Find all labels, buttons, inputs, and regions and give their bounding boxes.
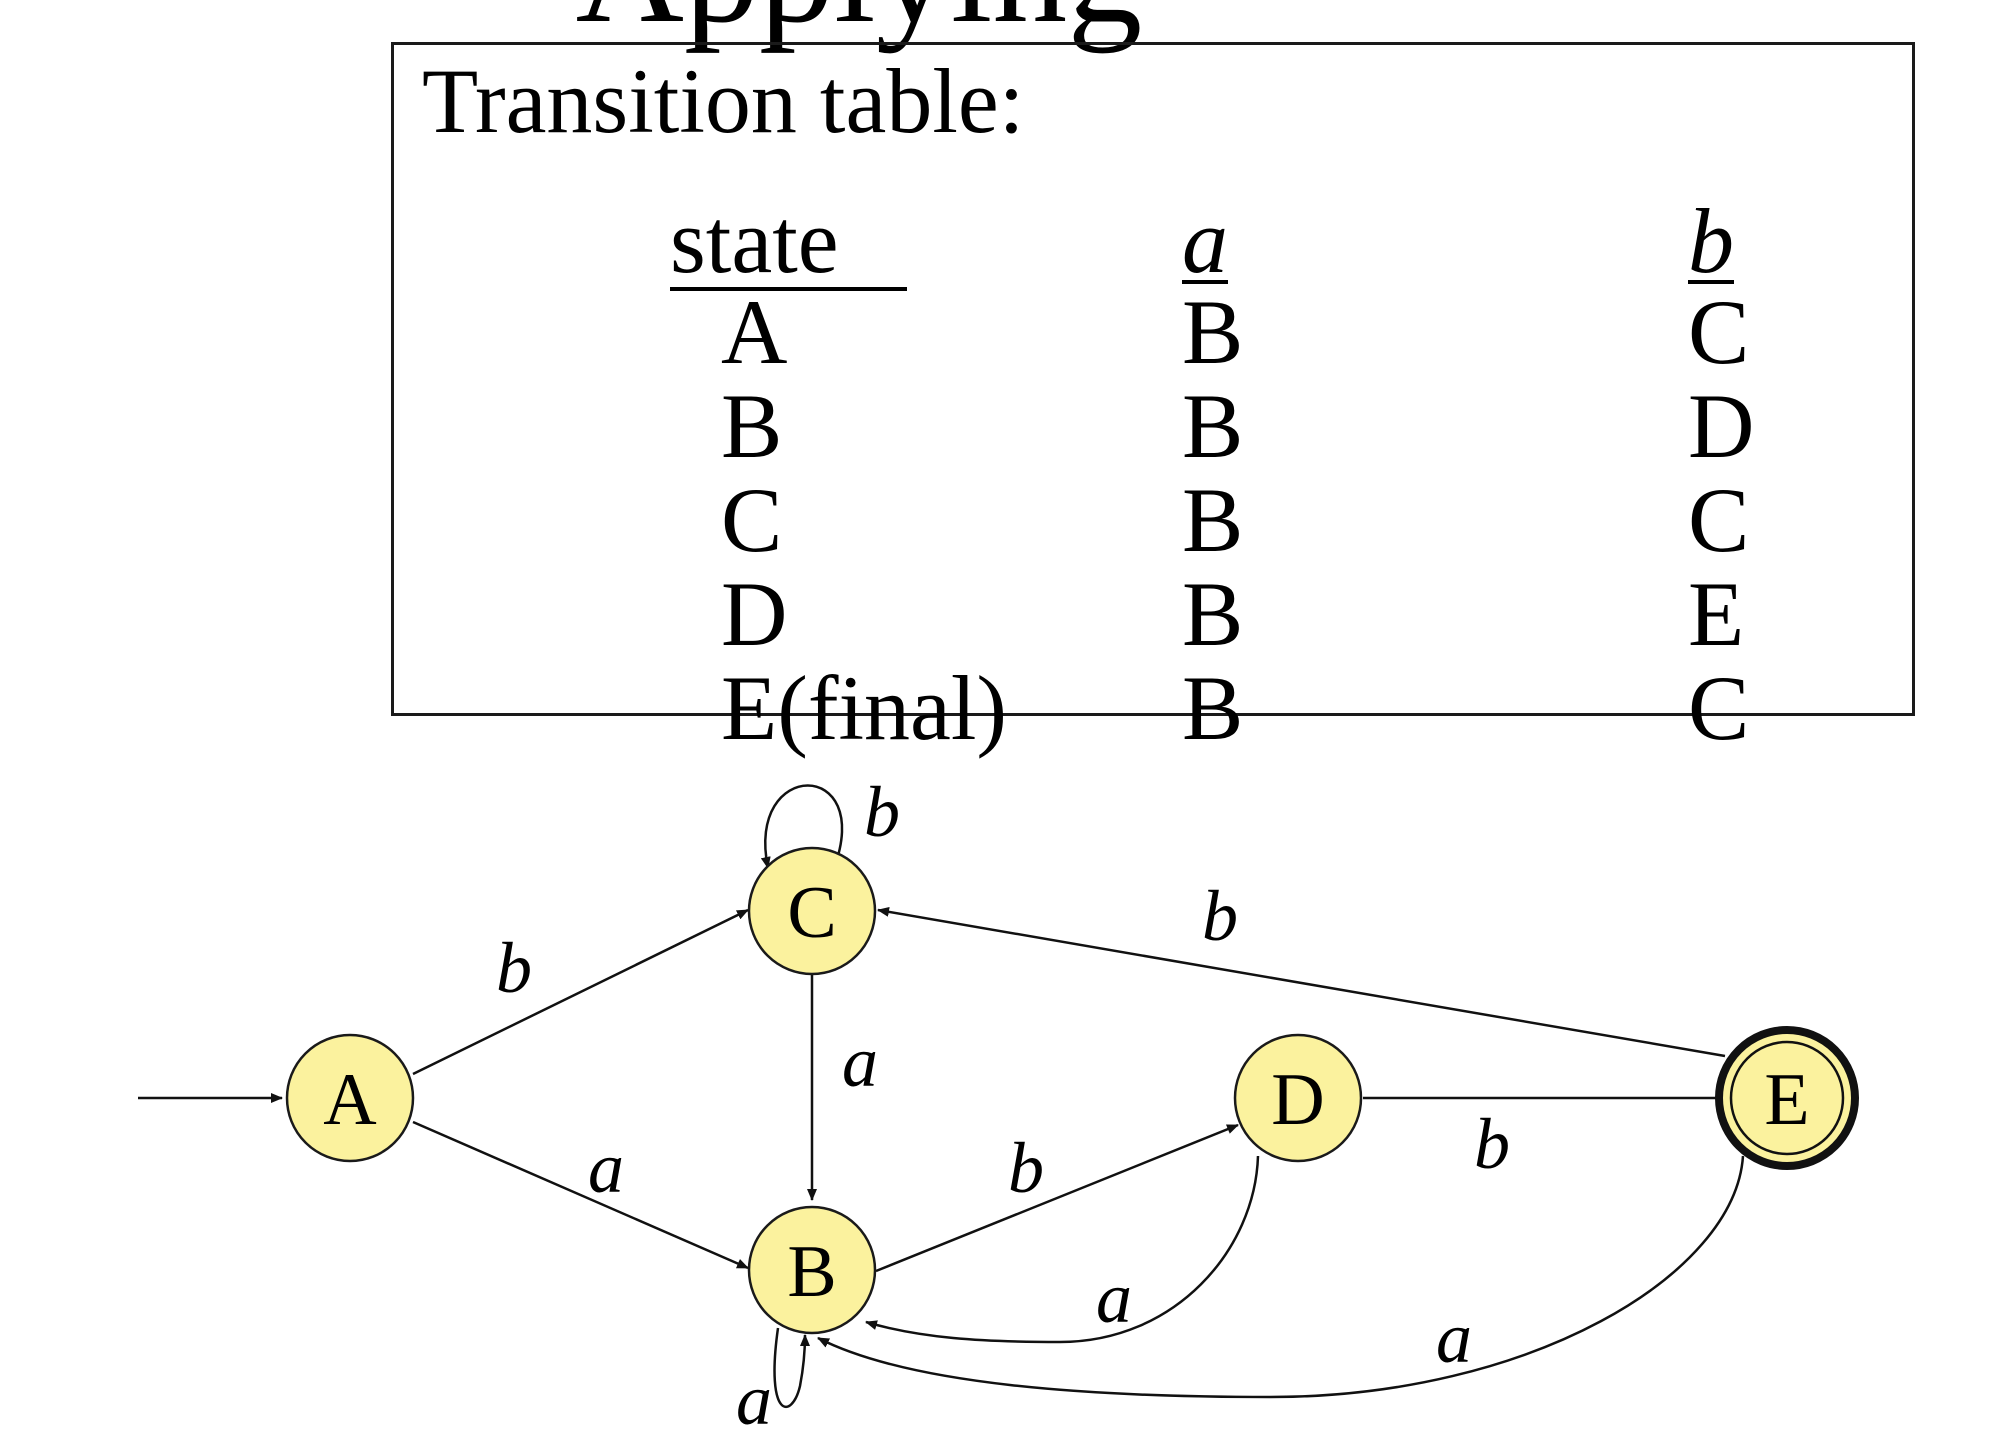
- label-E-C: b: [1202, 876, 1238, 956]
- row-3-a: B: [1182, 469, 1244, 571]
- state-D-label: D: [1271, 1059, 1324, 1141]
- row-2-state: B: [721, 375, 783, 477]
- state-C-circle: [747, 846, 877, 976]
- label-B-D: b: [1008, 1128, 1044, 1208]
- row-5-b: C: [1688, 657, 1750, 759]
- state-E-final: E: [1715, 1026, 1859, 1170]
- label-C-B: a: [842, 1022, 878, 1102]
- state-D-circle: [1233, 1033, 1363, 1163]
- slide-title-fragment: Applying: [0, 0, 1858, 46]
- state-D: D: [1233, 1033, 1363, 1163]
- row-1-a: B: [1182, 281, 1244, 383]
- label-D-E: b: [1474, 1104, 1510, 1184]
- state-A: A: [285, 1033, 415, 1163]
- row-5-state: E(final): [721, 657, 1008, 759]
- header-input-a: a: [1182, 190, 1228, 292]
- label-B-B: a: [736, 1360, 772, 1440]
- state-B: B: [747, 1205, 877, 1335]
- row-2-a: B: [1182, 375, 1244, 477]
- row-2-b: D: [1688, 375, 1755, 477]
- edge-B-B: [773, 1327, 810, 1409]
- table-caption: Transition table:: [422, 50, 1025, 152]
- state-A-label: A: [323, 1059, 376, 1141]
- label-A-C: b: [496, 928, 532, 1008]
- row-4-state: D: [721, 563, 788, 665]
- header-input-b: b: [1688, 190, 1734, 292]
- row-1-b: C: [1688, 281, 1750, 383]
- row-4-b: E: [1688, 563, 1745, 665]
- edge-D-B: [865, 1155, 1260, 1344]
- state-B-label: B: [787, 1231, 836, 1313]
- edge-C-C: [760, 784, 844, 869]
- label-E-B: a: [1436, 1298, 1472, 1378]
- label-D-B: a: [1096, 1258, 1132, 1338]
- edge-E-B: [817, 1155, 1745, 1399]
- state-E-label: E: [1764, 1059, 1809, 1141]
- row-3-state: C: [721, 469, 783, 571]
- edge-A-B: [412, 1120, 749, 1270]
- row-1-state: A: [721, 281, 788, 383]
- state-B-circle: [747, 1205, 877, 1335]
- row-4-a: B: [1182, 563, 1244, 665]
- label-C-C: b: [864, 772, 900, 852]
- edge-A-C: [412, 908, 749, 1076]
- edge-E-C: [877, 906, 1726, 1058]
- state-C-label: C: [787, 872, 836, 954]
- state-C: C: [747, 846, 877, 976]
- edge-B-D: [875, 1123, 1239, 1273]
- header-state: state: [670, 195, 907, 291]
- transition-table: Transition table: state a b A B C B B D …: [391, 42, 1915, 754]
- row-5-a: B: [1182, 657, 1244, 759]
- row-3-b: C: [1688, 469, 1750, 571]
- label-A-B: a: [588, 1128, 624, 1208]
- state-E-inner-ring: [1729, 1040, 1845, 1156]
- state-A-circle: [285, 1033, 415, 1163]
